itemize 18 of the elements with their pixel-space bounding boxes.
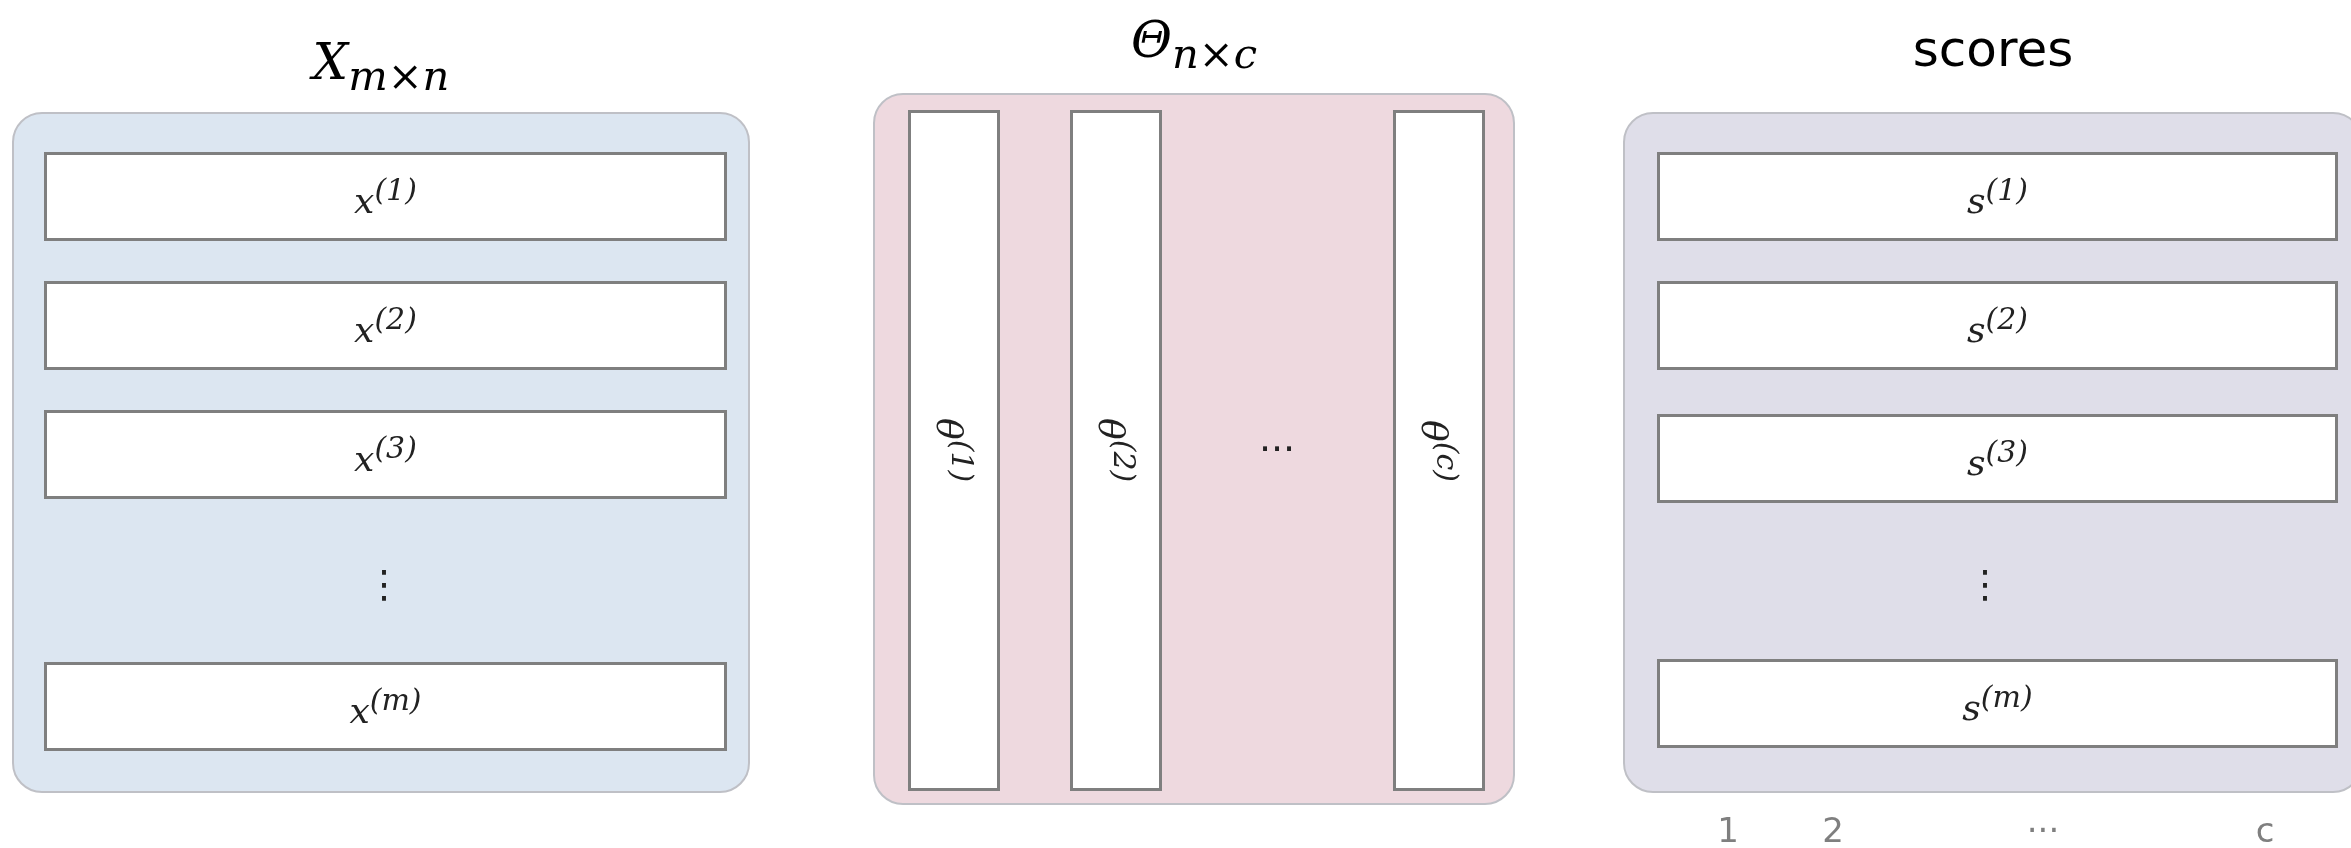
row-vector: s$^{(3)}$ [1657, 414, 2338, 503]
row-vector: s$^{(2)}$ [1657, 281, 2338, 370]
row-vector: x$^{(m)}$ [44, 662, 727, 751]
vertical-ellipsis: ⋮ [365, 562, 403, 606]
vertical-ellipsis: ⋮ [1966, 562, 2004, 606]
row-vector: s$^{(m)}$ [1657, 659, 2338, 748]
row-vector: x$^{(3)}$ [44, 410, 727, 499]
row-vector: x$^{(1)}$ [44, 152, 727, 241]
matrix-title: scores [1911, 19, 2075, 79]
horizontal-ellipsis: ··· [1258, 427, 1296, 471]
column-index: 2 [1822, 810, 1844, 848]
column-index: 1 [1717, 810, 1739, 848]
matrix-title: Θ$_{n×c}$ [1129, 10, 1259, 80]
matrix-title: X$_{m×n}$ [14, 32, 748, 106]
row-vector: s$^{(1)}$ [1657, 152, 2338, 241]
horizontal-ellipsis: ··· [2026, 810, 2060, 848]
column-index: c [2255, 810, 2275, 848]
row-vector: x$^{(2)}$ [44, 281, 727, 370]
